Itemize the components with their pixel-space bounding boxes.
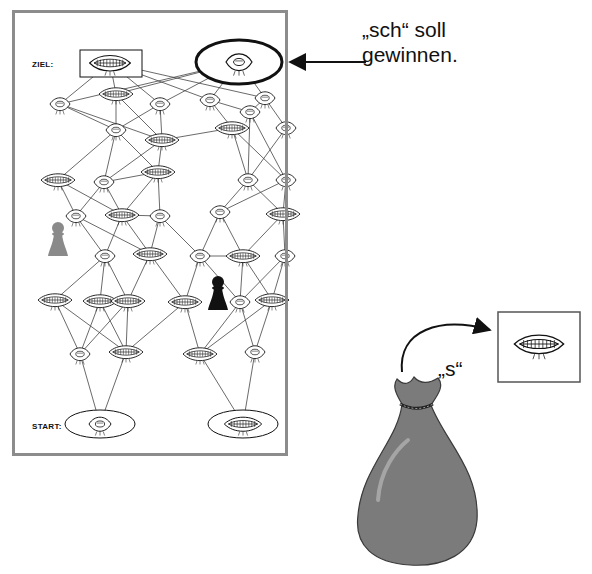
mouth-icon [190,250,210,267]
mouth-icon [38,294,72,311]
mouth-icon [514,335,563,359]
path-line [248,128,286,180]
path-line [128,254,150,301]
mouth-icon [200,94,220,111]
path-line [185,302,200,354]
board-label: ZIEL: [32,60,54,69]
mouth-icon [66,210,86,227]
path-line [60,104,116,130]
path-line [105,256,128,301]
mouth-icon [145,134,179,151]
path-line [248,112,250,180]
callout-text: „sch“ soll gewinnen. [362,17,492,67]
path-line [76,216,150,254]
mouth-icon [83,295,117,312]
path-line [100,301,126,352]
path-network [55,62,286,424]
mouth-icon [150,98,170,115]
path-line [160,216,200,256]
mouth-icon [94,176,114,193]
callout-arrow [290,61,366,63]
path-line [80,301,100,354]
start-field [208,410,278,438]
mouth-icon [255,294,289,311]
mouth-icon [240,106,260,123]
goal-circle [196,40,282,84]
path-line [255,300,272,352]
game-board: ZIEL: START: [12,10,288,456]
path-line [150,254,185,302]
mouth-icon [230,296,250,313]
mouth-fields [38,54,300,436]
mouth-icon [111,295,145,312]
mouth-icon [150,210,170,227]
path-line [58,130,116,180]
mouth-icon [141,166,175,183]
mouth-icon [266,208,300,225]
path-line [55,256,105,300]
mouth-icon [106,124,126,141]
mouth-icon [89,417,111,435]
start-field [65,410,135,438]
pawn [208,276,228,310]
mouth-icon [210,206,230,223]
mouth-icon [215,122,249,139]
drawn-card [498,312,580,382]
path-line [55,300,80,354]
mouth-icon [238,174,258,191]
mouth-icon [70,348,90,365]
sound-label: „s“ [438,356,463,381]
mouth-icon [168,296,202,313]
mouth-icon [133,248,167,265]
mouth-icon [226,250,260,267]
mouth-icon [224,417,261,435]
mouth-icon [50,98,70,115]
mouth-icon [99,88,133,105]
path-line [250,112,286,180]
path-line [220,212,243,256]
mouth-icon [95,250,115,267]
mouth-icon [183,348,217,365]
goal-box [80,50,142,77]
path-line [126,302,185,352]
path-line [126,301,128,352]
mouth-icon [275,250,295,267]
mouth-icon [255,92,275,109]
mouth-icon [41,174,75,191]
mouth-icon [226,54,252,76]
mouth-icon [90,56,131,76]
path-line [60,104,162,140]
path-line [185,256,200,302]
pawn [48,222,68,256]
mouth-icon [245,346,265,363]
board-label: START: [32,422,62,431]
path-line [232,128,286,180]
mouth-icon [105,209,139,226]
path-line [240,302,255,352]
bag [357,377,477,565]
mouth-icon [109,346,143,363]
